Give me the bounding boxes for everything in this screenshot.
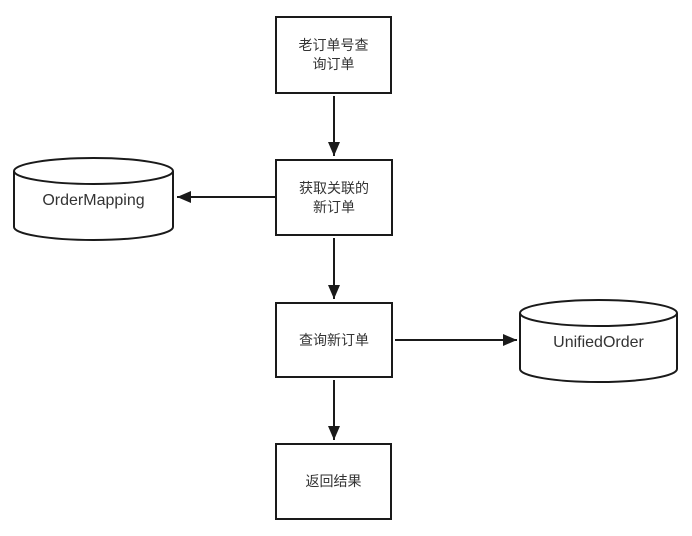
node-label-line: 老订单号查	[298, 37, 369, 53]
database-unified-order	[519, 299, 678, 383]
database-label-text: UnifiedOrder	[553, 334, 644, 351]
node-label-line: 返回结果	[305, 473, 362, 489]
cylinder-top	[519, 299, 678, 327]
database-label-text: OrderMapping	[42, 192, 145, 209]
node-label-line: 询订单	[312, 56, 355, 72]
node-get-related-order: 获取关联的 新订单	[275, 159, 393, 236]
cylinder-top	[13, 157, 174, 185]
node-return-result: 返回结果	[275, 443, 392, 520]
cylinder-body	[13, 171, 174, 241]
node-query-new-order: 查询新订单	[275, 302, 393, 378]
database-label-order-mapping: OrderMapping	[14, 175, 173, 227]
node-label-line: 获取关联的	[299, 179, 369, 196]
database-label-unified-order: UnifiedOrder	[520, 317, 677, 369]
cylinder-body	[519, 313, 678, 383]
node-old-order-query: 老订单号查 询订单	[275, 16, 392, 94]
database-order-mapping	[13, 157, 174, 241]
node-label-line: 查询新订单	[299, 331, 369, 348]
node-label-line: 新订单	[313, 198, 355, 215]
